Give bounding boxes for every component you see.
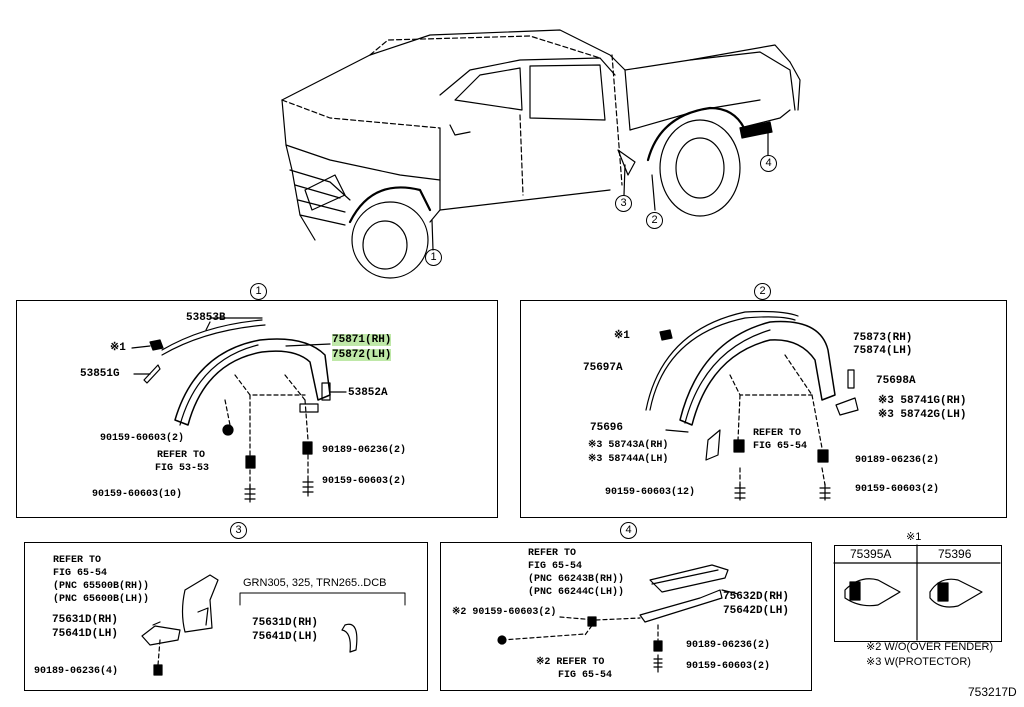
part-53851G: 53851G xyxy=(80,368,120,380)
note-x3-w-protector: ※3 W(PROTECTOR) xyxy=(866,656,971,668)
callout-4-truck: 4 xyxy=(760,155,777,172)
clip-90189-06236-2: 90189-06236(2) xyxy=(322,445,407,456)
note-x2-wo-over-fender: ※2 W/O(OVER FENDER) xyxy=(866,641,994,653)
bolt-x2-90159-60603-2: ※2 90159-60603(2) xyxy=(452,607,557,618)
part-75642D-lh: 75642D(LH) xyxy=(723,605,790,617)
refer-fig-65-54: FIG 65-54 xyxy=(753,441,808,452)
pnc-66243B-rh: (PNC 66243B(RH)) xyxy=(528,574,625,585)
pnc-66244C-lh: (PNC 66244C(LH)) xyxy=(528,587,625,598)
part-53852A: 53852A xyxy=(348,387,388,399)
refer-fig-65-54: FIG 65-54 xyxy=(53,568,108,579)
panel3-frame xyxy=(24,542,428,691)
part-75631D-rh: 75631D(RH) xyxy=(52,614,119,626)
note-x1: ※1 xyxy=(110,342,126,354)
clip-90189-06236-4: 90189-06236(4) xyxy=(34,666,119,677)
variant-note: GRN305, 325, TRN265..DCB xyxy=(243,577,387,589)
refer-to-label: REFER TO xyxy=(528,548,577,559)
part-75696: 75696 xyxy=(590,422,624,434)
callout-3-truck: 3 xyxy=(615,195,632,212)
panel2-artwork xyxy=(645,310,859,501)
bolt-90159-60603-2b: 90159-60603(2) xyxy=(322,476,407,487)
callout-2-truck: 2 xyxy=(646,212,663,229)
refer-to-label: REFER TO xyxy=(157,450,206,461)
panel3-artwork xyxy=(141,574,406,676)
legend-artwork xyxy=(833,544,1001,641)
part-58744A-lh: ※3 58744A(LH) xyxy=(588,454,669,465)
clip-90189-06236-2: 90189-06236(2) xyxy=(855,455,940,466)
part-75632D-rh: 75632D(RH) xyxy=(723,591,790,603)
part-75698A: 75698A xyxy=(876,375,916,387)
figure-id: 753217D xyxy=(968,685,1017,699)
callout-1-truck: 1 xyxy=(425,249,442,266)
part-75631D-rh-b: 75631D(RH) xyxy=(252,617,319,629)
part-75641D-lh-b: 75641D(LH) xyxy=(252,631,319,643)
refer-to-label: REFER TO xyxy=(753,428,802,439)
part-58741G-rh: ※3 58741G(RH) xyxy=(878,395,967,407)
panel2-number: 2 xyxy=(754,283,771,300)
part-58743A-rh: ※3 58743A(RH) xyxy=(588,440,669,451)
part-75874-lh: 75874(LH) xyxy=(853,345,913,357)
panel4-frame xyxy=(440,542,812,691)
part-58742G-lh: ※3 58742G(LH) xyxy=(878,409,967,421)
bolt-90159-60603-12: 90159-60603(12) xyxy=(605,487,696,498)
panel4-artwork xyxy=(497,564,739,673)
refer-x2-label: ※2 REFER TO xyxy=(536,657,605,668)
part-75697A: 75697A xyxy=(583,362,623,374)
refer-fig-65-54: FIG 65-54 xyxy=(528,561,583,572)
legend-col-75396: 75396 xyxy=(938,547,972,561)
part-75873-rh: 75873(RH) xyxy=(853,332,913,344)
legend-frame xyxy=(834,545,1002,642)
panel1-frame xyxy=(16,300,498,518)
panel4-number: 4 xyxy=(620,522,637,539)
bolt-90159-60603-2: 90159-60603(2) xyxy=(855,484,940,495)
refer-x2-fig-65-54: FIG 65-54 xyxy=(558,670,613,681)
panel1-number: 1 xyxy=(250,283,267,300)
refer-fig-53-53: FIG 53-53 xyxy=(155,463,210,474)
part-75872-lh[interactable]: 75872(LH) xyxy=(332,349,392,361)
refer-to-label: REFER TO xyxy=(53,555,102,566)
note-x1: ※1 xyxy=(614,330,630,342)
truck-illustration xyxy=(281,29,801,279)
panel2-frame xyxy=(520,300,1007,518)
part-53853B: 53853B xyxy=(186,312,226,324)
pnc-65600B-lh: (PNC 65600B(LH)) xyxy=(53,594,150,605)
pnc-65500B-rh: (PNC 65500B(RH)) xyxy=(53,581,150,592)
bolt-90159-60603-10: 90159-60603(10) xyxy=(92,489,183,500)
part-75871-rh[interactable]: 75871(RH) xyxy=(332,334,392,346)
legend-col-75395A: 75395A xyxy=(850,547,892,561)
clip-90189-06236-2: 90189-06236(2) xyxy=(686,640,771,651)
panel1-artwork xyxy=(131,317,347,503)
part-75641D-lh: 75641D(LH) xyxy=(52,628,119,640)
bolt-90159-60603-2: 90159-60603(2) xyxy=(100,433,185,444)
legend-title: ※1 xyxy=(906,531,922,543)
bolt-90159-60603-2: 90159-60603(2) xyxy=(686,661,771,672)
panel3-number: 3 xyxy=(230,522,247,539)
